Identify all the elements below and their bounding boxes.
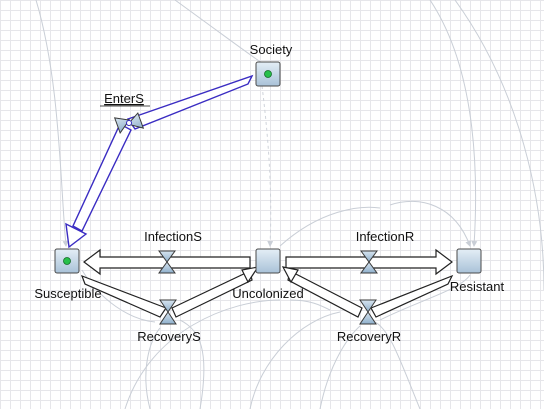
flow-valve-icon: [158, 261, 176, 274]
connector[interactable]: [429, 0, 478, 247]
flow-pipe-enter-s[interactable]: [65, 74, 254, 249]
connector[interactable]: [35, 0, 69, 247]
connector[interactable]: [179, 319, 205, 409]
connector[interactable]: [454, 0, 544, 291]
label-recovery-r[interactable]: RecoveryR: [337, 329, 401, 344]
flow-valve-icon: [127, 112, 145, 129]
label-susceptible[interactable]: Susceptible: [34, 286, 101, 301]
flow-valve-icon: [158, 250, 176, 263]
flow-pipe-recovery-s[interactable]: [80, 266, 260, 318]
label-society[interactable]: Society: [250, 42, 293, 57]
connector[interactable]: [379, 274, 471, 321]
connector[interactable]: [374, 321, 421, 409]
connector[interactable]: [174, 0, 263, 64]
connector[interactable]: [389, 201, 472, 247]
label-infection-s[interactable]: InfectionS: [144, 229, 202, 244]
label-enter-s[interactable]: EnterS: [104, 91, 144, 106]
valve-recovery-r[interactable]: [359, 299, 377, 325]
valve-recovery-s[interactable]: [159, 299, 177, 325]
label-infection-r[interactable]: InfectionR: [356, 229, 415, 244]
flow-valve-icon: [360, 261, 378, 274]
valve-infection-s[interactable]: [158, 250, 176, 274]
connector-lines: [35, 0, 544, 409]
flow-valve-icon: [359, 311, 377, 325]
selection-handle[interactable]: [126, 120, 132, 126]
valve-enter-s[interactable]: [113, 112, 145, 134]
stock-uncolonized[interactable]: [255, 248, 281, 274]
stock-box-icon: [456, 248, 482, 274]
connector[interactable]: [279, 206, 381, 247]
stock-susceptible[interactable]: [54, 248, 80, 274]
flow-valve-icon: [359, 299, 377, 313]
label-recovery-s[interactable]: RecoveryS: [137, 329, 201, 344]
green-dot-icon: [264, 70, 272, 78]
connector[interactable]: [261, 85, 274, 247]
label-uncolonized[interactable]: Uncolonized: [232, 286, 304, 301]
connector[interactable]: [145, 327, 161, 409]
connector[interactable]: [124, 299, 281, 409]
connector[interactable]: [289, 299, 331, 311]
flow-valve-icon: [159, 311, 177, 325]
flow-valve-icon: [360, 250, 378, 263]
flow-valve-icon: [113, 117, 131, 134]
green-dot-icon: [63, 257, 71, 265]
valve-infection-r[interactable]: [360, 250, 378, 274]
flow-valve-icon: [159, 299, 177, 313]
label-resistant[interactable]: Resistant: [450, 279, 505, 294]
stock-society[interactable]: [255, 61, 281, 87]
connector[interactable]: [249, 311, 341, 409]
stock-box-icon: [255, 248, 281, 274]
flow-pipe-recovery-r[interactable]: [281, 266, 454, 318]
connector[interactable]: [319, 325, 361, 409]
stock-resistant[interactable]: [456, 248, 482, 274]
